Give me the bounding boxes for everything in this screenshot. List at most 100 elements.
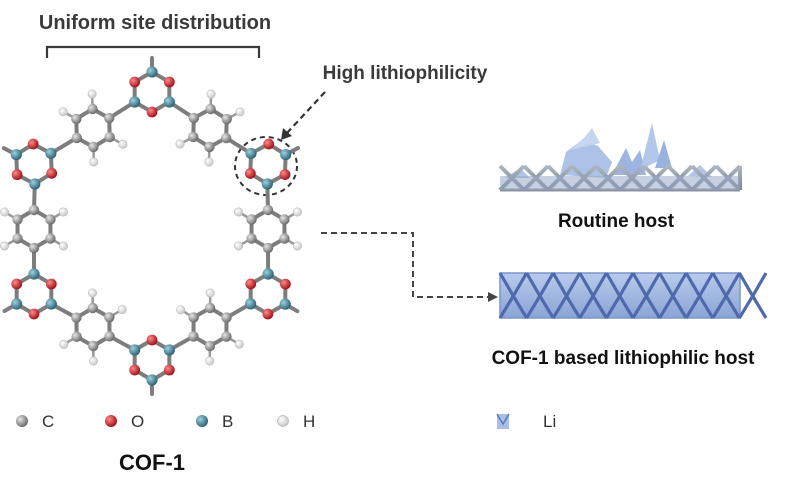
legend-label-c: C: [42, 412, 54, 431]
hydrogen-atom: [0, 207, 10, 217]
carbon-atom: [45, 214, 56, 225]
connector-arrowhead: [488, 292, 498, 302]
hydrogen-atom: [58, 207, 68, 217]
oxygen-atom: [163, 76, 175, 88]
hydrogen-atom: [58, 107, 68, 117]
cof1-molecular-framework: [0, 56, 302, 396]
carbon-atom: [12, 233, 23, 244]
boron-atom: [261, 178, 273, 190]
lithiophilicity-annotation: High lithiophilicity: [323, 63, 488, 84]
oxygen-atom: [27, 138, 39, 150]
li-dendrite: [640, 123, 660, 170]
distribution-bracket: [45, 45, 261, 58]
carbon-atom: [71, 132, 82, 144]
oxygen-atom: [163, 364, 175, 376]
hydrogen-atom: [205, 356, 215, 366]
carbon-atom: [188, 312, 199, 323]
boron-atom: [146, 374, 158, 386]
routine-host-base: [500, 176, 740, 190]
boron-atom: [262, 268, 274, 280]
boron-atom: [146, 66, 158, 78]
structure-label: COF-1: [119, 450, 185, 475]
oxygen-atom: [129, 76, 141, 88]
cof-host-lattice: [498, 272, 768, 319]
hydrogen-atom: [234, 207, 244, 217]
carbon-atom: [88, 340, 99, 352]
carbon-atom: [246, 214, 257, 225]
hydrogen-atom: [117, 305, 127, 315]
boron-atom: [129, 344, 141, 356]
hydrogen-atom-icon: [277, 415, 289, 427]
carbon-atom: [188, 131, 199, 143]
oxygen-atom: [28, 308, 40, 320]
hydrogen-atom: [0, 241, 10, 251]
cof-host-grid: [498, 272, 768, 319]
carbon-atom: [262, 204, 274, 216]
carbon-atom: [12, 214, 23, 225]
legend-label-o: O: [131, 412, 144, 431]
carbon-atom: [104, 131, 115, 143]
oxygen-atom: [46, 167, 58, 179]
carbon-atom-icon: [16, 415, 28, 427]
boron-atom: [245, 147, 257, 160]
carbon-atom: [28, 204, 40, 216]
hydrogen-atom: [175, 139, 185, 149]
hydrogen-atom: [88, 288, 98, 298]
oxygen-atom-icon: [105, 415, 117, 427]
carbon-atom: [204, 340, 216, 352]
carbon-atom: [221, 113, 232, 125]
carbon-atom: [88, 141, 99, 153]
oxygen-atom: [263, 138, 275, 150]
cof-host-label: COF-1 based lithiophilic host: [492, 348, 756, 369]
carbon-atom: [104, 331, 115, 342]
carbon-atom: [221, 312, 232, 323]
boron-atom: [45, 147, 57, 159]
carbon-atom: [262, 242, 274, 254]
annotation-arrowhead: [281, 128, 292, 140]
boron-atom: [28, 268, 40, 280]
oxygen-atom: [262, 308, 274, 320]
boron-atom: [163, 344, 175, 356]
carbon-atom: [246, 233, 257, 244]
hydrogen-atom: [292, 241, 302, 251]
hydrogen-atom: [89, 157, 99, 167]
li-dendrite: [570, 128, 600, 150]
hydrogen-atom: [234, 241, 244, 251]
carbon-atom: [87, 302, 98, 314]
routine-host-label: Routine host: [558, 211, 675, 232]
oxygen-atom: [244, 168, 256, 179]
hydrogen-atom: [58, 241, 68, 251]
oxygen-atom: [279, 278, 291, 290]
carbon-atom: [87, 103, 98, 115]
boron-atom: [10, 149, 22, 161]
boron-atom: [279, 298, 291, 310]
hydrogen-atom: [206, 89, 216, 99]
cof-host-illustration: [498, 272, 768, 319]
legend-label-h: H: [303, 412, 315, 431]
boron-atom: [280, 148, 292, 161]
carbon-atom: [204, 302, 216, 314]
legend-label-li: Li: [543, 412, 556, 431]
carbon-atom: [188, 331, 199, 342]
carbon-atom: [104, 112, 115, 124]
boron-atom: [45, 298, 57, 310]
carbon-atom: [45, 233, 56, 244]
hydrogen-atom: [234, 339, 244, 349]
carbon-atom: [205, 103, 216, 115]
oxygen-atom: [146, 106, 158, 118]
oxygen-atom: [146, 334, 158, 346]
carbon-atom: [188, 112, 200, 124]
legend: C O B H Li: [16, 412, 556, 431]
carbon-atom: [221, 331, 232, 342]
oxygen-atom: [245, 278, 257, 290]
hydrogen-atom: [205, 288, 215, 298]
hydrogen-atom: [204, 157, 214, 167]
carbon-atom: [104, 312, 115, 323]
carbon-atom: [220, 132, 232, 144]
oxygen-atom: [45, 278, 57, 290]
oxygen-atom: [11, 278, 23, 290]
hydrogen-atom: [176, 305, 186, 315]
hydrogen-atom: [235, 107, 245, 117]
routine-host-illustration: [498, 123, 742, 192]
uniform-site-title: Uniform site distribution: [39, 12, 271, 34]
